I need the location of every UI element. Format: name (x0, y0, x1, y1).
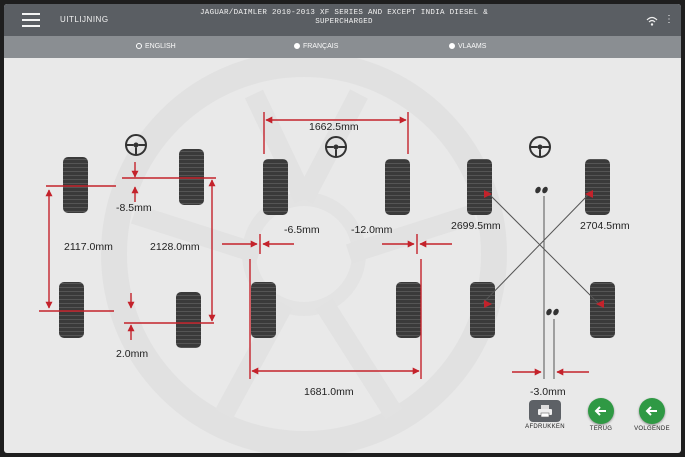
back-button[interactable]: TERUG (579, 398, 623, 432)
tire-front-left (63, 157, 88, 213)
vehicle-title-line2: SUPERCHARGED (315, 18, 373, 26)
arrow-left-icon (639, 398, 665, 424)
diagonal-end-markers (484, 190, 604, 308)
tire-front-left (467, 159, 492, 215)
tire-front-right (585, 159, 610, 215)
menu-icon[interactable] (22, 13, 40, 27)
background-wheel-watermark (101, 51, 507, 453)
tire-front-left (263, 159, 288, 215)
tire-front-right (179, 149, 204, 205)
steering-wheel-icon (529, 136, 551, 158)
language-option-vlaams[interactable]: VLAAMS (449, 43, 486, 50)
title-bar: UITLIJNING JAGUAR/DAIMLER 2010-2013 XF S… (4, 4, 681, 36)
alignment-diagram (39, 51, 615, 453)
diagonal-right-value: 2704.5mm (580, 220, 630, 232)
tire-rear-right (396, 282, 421, 338)
section-title: UITLIJNING (60, 15, 109, 24)
toe-front-left-value: -6.5mm (284, 224, 320, 236)
steering-wheel-icon (125, 134, 147, 156)
diagonal-left-value: 2699.5mm (451, 220, 501, 232)
printer-icon (529, 400, 561, 422)
track-front-value: 1662.5mm (309, 121, 359, 133)
radio-vlaams[interactable] (449, 43, 455, 49)
wifi-icon (646, 16, 658, 28)
setback-markers (535, 186, 559, 316)
steering-wheel-icon (325, 136, 347, 158)
tire-rear-left (251, 282, 276, 338)
tire-rear-left (59, 282, 84, 338)
camber-rear-value: 2.0mm (116, 348, 149, 360)
wheelbase-right-value: 2128.0mm (150, 241, 200, 253)
back-button-label: TERUG (589, 426, 613, 432)
tire-front-right (385, 159, 410, 215)
tire-rear-left (470, 282, 495, 338)
wheelbase-left-value: 2117.0mm (64, 241, 113, 253)
vehicle-title-line1: JAGUAR/DAIMLER 2010-2013 XF SERIES AND E… (199, 9, 489, 17)
print-button[interactable]: AFDRUKKEN (520, 400, 570, 430)
language-option-english[interactable]: ENGLISH (136, 43, 176, 50)
tire-rear-right (590, 282, 615, 338)
arrow-left-icon (588, 398, 614, 424)
next-button-label: VOLGENDE (634, 426, 670, 432)
radio-francais[interactable] (294, 43, 300, 49)
setback-value: -3.0mm (530, 386, 566, 398)
next-button[interactable]: VOLGENDE (628, 398, 676, 432)
vehicle-title: JAGUAR/DAIMLER 2010-2013 XF SERIES AND E… (194, 9, 494, 27)
alignment-screen: UITLIJNING JAGUAR/DAIMLER 2010-2013 XF S… (4, 4, 681, 453)
language-option-francais[interactable]: FRANÇAIS (294, 43, 338, 50)
radio-english[interactable] (136, 43, 142, 49)
track-rear-value: 1681.0mm (304, 386, 354, 398)
print-button-label: AFDRUKKEN (525, 424, 565, 430)
toe-front-right-value: -12.0mm (351, 224, 393, 236)
language-bar: ENGLISH FRANÇAIS VLAAMS (4, 36, 681, 58)
tire-rear-right (176, 292, 201, 348)
camber-front-value: -8.5mm (116, 202, 152, 214)
more-vertical-icon[interactable]: ⋮ (664, 14, 674, 25)
